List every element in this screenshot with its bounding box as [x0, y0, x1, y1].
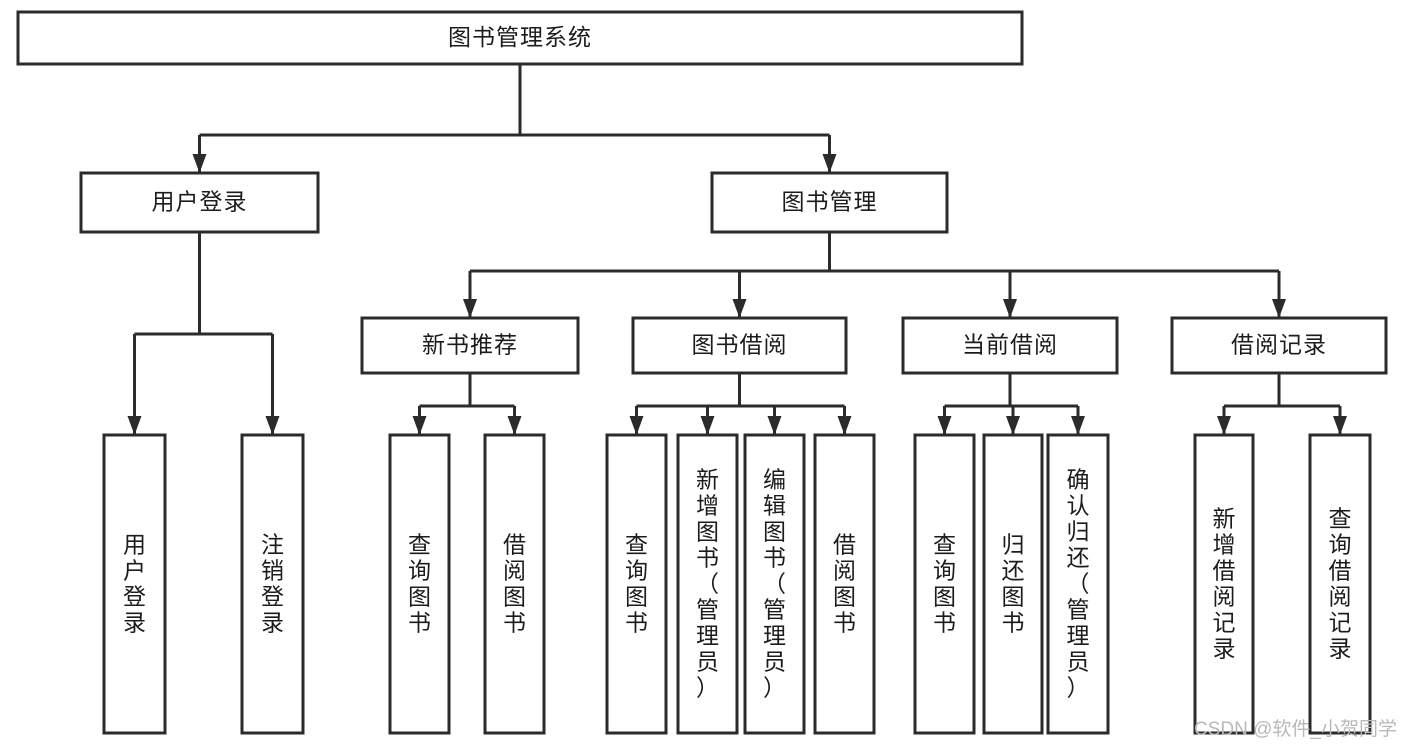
node-label: 借阅图书 — [503, 531, 526, 635]
node-box[interactable] — [102, 433, 167, 735]
node-box[interactable] — [676, 433, 739, 735]
node-label: 用户登录 — [152, 189, 248, 215]
connector-group-g-n2c — [937, 373, 1085, 435]
arrow-head-icon — [1217, 416, 1231, 435]
node-label: 注销登录 — [261, 531, 284, 635]
node-box[interactable] — [813, 433, 876, 735]
node-box[interactable] — [631, 316, 848, 375]
arrow-head-icon — [1003, 299, 1017, 318]
node-label: 图书借阅 — [692, 332, 788, 358]
node-box[interactable] — [982, 433, 1044, 735]
node-box[interactable] — [1170, 316, 1388, 375]
node-box[interactable] — [743, 433, 806, 735]
node-l6[interactable]: 新增图书（管理员） — [676, 433, 739, 735]
node-l1[interactable]: 用户登录 — [102, 433, 167, 735]
arrow-head-icon — [1272, 299, 1286, 318]
node-box[interactable] — [79, 171, 320, 234]
node-label: 查询图书 — [625, 531, 648, 635]
node-box[interactable] — [240, 433, 305, 735]
node-box[interactable] — [710, 171, 949, 234]
node-label: 新增借阅记录 — [1213, 505, 1236, 661]
arrow-head-icon — [1071, 416, 1085, 435]
node-box[interactable] — [605, 433, 668, 735]
node-n2d[interactable]: 借阅记录 — [1170, 316, 1388, 375]
node-l11[interactable]: 确认归还（管理员） — [1046, 433, 1110, 735]
node-l4[interactable]: 借阅图书 — [483, 433, 546, 735]
arrow-head-icon — [837, 416, 852, 435]
arrow-head-icon — [1333, 416, 1347, 435]
arrow-head-icon — [127, 416, 142, 435]
arrow-head-icon — [732, 299, 747, 318]
node-label: 查询图书 — [933, 531, 956, 635]
arrow-head-icon — [265, 416, 280, 435]
node-label: 图书管理 — [782, 189, 878, 215]
node-label: 借阅记录 — [1231, 332, 1327, 358]
node-box[interactable] — [1046, 433, 1110, 735]
node-l3[interactable]: 查询图书 — [388, 433, 451, 735]
node-label: 新书推荐 — [422, 332, 518, 358]
node-box[interactable] — [483, 433, 546, 735]
node-label: 归还图书 — [1002, 531, 1025, 635]
node-label: 确认归还（管理员） — [1067, 466, 1090, 700]
node-l7[interactable]: 编辑图书（管理员） — [743, 433, 806, 735]
node-label: 借阅图书 — [833, 531, 856, 635]
connector-group-g-n2d — [1217, 373, 1347, 435]
node-box[interactable] — [360, 316, 580, 375]
node-l12[interactable]: 新增借阅记录 — [1193, 433, 1255, 735]
connector-group-g-n2a — [412, 373, 522, 435]
node-box[interactable] — [901, 316, 1119, 375]
arrow-head-icon — [822, 154, 837, 173]
connectors-layer — [127, 64, 1347, 435]
arrow-head-icon — [507, 416, 522, 435]
node-box[interactable] — [913, 433, 976, 735]
node-root[interactable]: 图书管理系统 — [16, 10, 1024, 66]
node-label: 图书管理系统 — [448, 24, 592, 50]
node-n2c[interactable]: 当前借阅 — [901, 316, 1119, 375]
connector-group-g-n1 — [127, 232, 280, 435]
node-label: 新增图书（管理员） — [696, 466, 719, 700]
node-l8[interactable]: 借阅图书 — [813, 433, 876, 735]
arrow-head-icon — [767, 416, 782, 435]
node-l5[interactable]: 查询图书 — [605, 433, 668, 735]
node-n2[interactable]: 图书管理 — [710, 171, 949, 234]
node-box[interactable] — [16, 10, 1024, 66]
node-label: 用户登录 — [123, 531, 146, 635]
arrow-head-icon — [629, 416, 644, 435]
node-label: 当前借阅 — [962, 332, 1058, 358]
arrow-head-icon — [412, 416, 427, 435]
node-box[interactable] — [388, 433, 451, 735]
arrow-head-icon — [192, 154, 207, 173]
node-n1[interactable]: 用户登录 — [79, 171, 320, 234]
arrow-head-icon — [700, 416, 715, 435]
node-l2[interactable]: 注销登录 — [240, 433, 305, 735]
connector-group-g-n2b — [629, 373, 852, 435]
node-box[interactable] — [1308, 433, 1372, 735]
node-l13[interactable]: 查询借阅记录 — [1308, 433, 1372, 735]
node-label: 编辑图书（管理员） — [763, 466, 786, 700]
node-n2a[interactable]: 新书推荐 — [360, 316, 580, 375]
node-label: 查询图书 — [408, 531, 431, 635]
node-box[interactable] — [1193, 433, 1255, 735]
node-l9[interactable]: 查询图书 — [913, 433, 976, 735]
connector-group-g-n2 — [463, 232, 1286, 318]
connector-group-g-root — [192, 64, 837, 173]
node-label: 查询借阅记录 — [1329, 505, 1352, 661]
node-n2b[interactable]: 图书借阅 — [631, 316, 848, 375]
arrow-head-icon — [463, 299, 477, 318]
nodes-layer: 图书管理系统用户登录图书管理新书推荐图书借阅当前借阅借阅记录用户登录注销登录查询… — [16, 10, 1388, 735]
arrow-head-icon — [937, 416, 952, 435]
arrow-head-icon — [1006, 416, 1020, 435]
node-l10[interactable]: 归还图书 — [982, 433, 1044, 735]
